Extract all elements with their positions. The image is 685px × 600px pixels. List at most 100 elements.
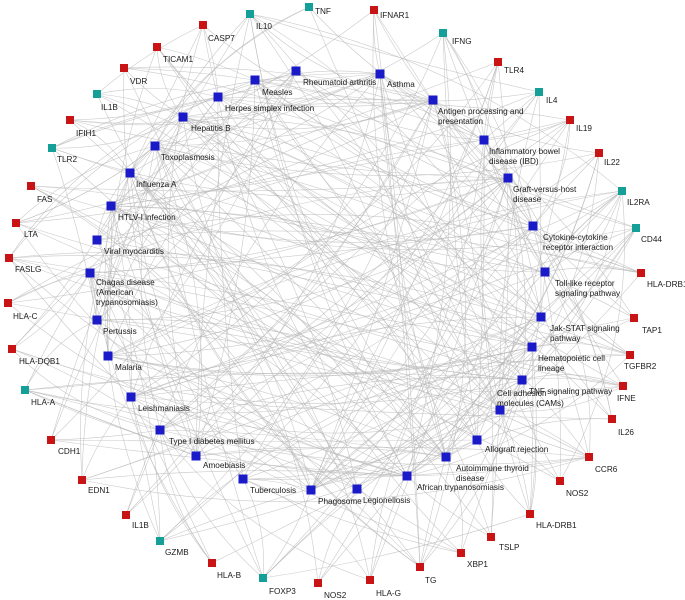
node-label-line: Leishmaniasis: [138, 404, 190, 413]
network-edge: [156, 46, 478, 441]
node-label-line: CCR6: [595, 465, 618, 474]
network-edge: [154, 145, 202, 457]
gene-node: [78, 476, 86, 484]
network-edge: [154, 145, 421, 568]
network-edge: [442, 32, 526, 381]
node-label-line: disease: [513, 195, 542, 204]
network-edge: [129, 172, 421, 568]
network-edge: [167, 24, 204, 457]
pathway-node: [479, 135, 489, 145]
node-label-line: HLA-G: [376, 589, 401, 598]
network-edge: [107, 119, 571, 357]
network-edge: [242, 456, 590, 480]
node-label-line: IL19: [576, 124, 592, 133]
network-edge: [110, 205, 501, 411]
network-edge: [159, 429, 264, 579]
network-edge: [123, 67, 485, 141]
node-label-line: HLA-DQB1: [19, 357, 60, 366]
gene-label: HLA-C: [13, 312, 38, 321]
network-edge: [51, 147, 408, 477]
gene-node: [12, 219, 20, 227]
network-edge: [442, 32, 485, 141]
network-edge: [96, 145, 156, 241]
gene-label: TLR2: [57, 155, 77, 164]
node-label-line: IFNG: [452, 37, 472, 46]
gene-label: TSLP: [499, 543, 520, 552]
network-edge: [110, 73, 381, 207]
network-edge: [254, 79, 485, 141]
gene-node: [487, 533, 495, 541]
gene-label: NOS2: [566, 489, 589, 498]
network-edge: [483, 139, 631, 356]
network-edge: [50, 439, 408, 477]
network-edge: [154, 13, 251, 147]
network-edge: [50, 70, 297, 441]
gene-node: [494, 58, 502, 66]
network-edge: [182, 116, 492, 538]
pathway-node: [291, 66, 301, 76]
network-edge: [96, 93, 501, 411]
node-label-line: IL10: [256, 22, 272, 31]
gene-label: NOS2: [324, 591, 347, 600]
network-edge: [110, 205, 546, 273]
gene-node: [608, 415, 616, 423]
node-label-line: IFNE: [617, 394, 636, 403]
network-edge: [7, 177, 509, 304]
gene-node: [48, 144, 56, 152]
network-edge: [69, 73, 381, 124]
network-edge: [310, 316, 542, 491]
gene-label: XBP1: [467, 560, 488, 569]
network-edge: [15, 73, 381, 224]
node-label-line: lineage: [538, 364, 565, 373]
pathway-label: African trypanosomiasis: [417, 483, 504, 492]
network-edge: [159, 429, 447, 458]
network-edge: [24, 319, 98, 391]
network-edge: [249, 13, 447, 458]
gene-label: CCR6: [595, 465, 618, 474]
gene-node: [122, 511, 130, 519]
gene-node: [370, 6, 378, 14]
node-label-line: TICAM1: [163, 55, 193, 64]
node-label-line: Amoebiasis: [203, 461, 245, 470]
gene-label: IFNE: [617, 394, 636, 403]
pathway-node: [528, 221, 538, 231]
network-edge: [30, 185, 312, 491]
gene-node: [632, 224, 640, 232]
pathway-label: Herpes simplex infection: [225, 104, 315, 113]
gene-label: VDR: [130, 77, 147, 86]
network-edge: [30, 185, 478, 441]
gene-node: [120, 64, 128, 72]
network-edge: [242, 478, 264, 579]
node-label-line: TSLP: [499, 543, 520, 552]
gene-node: [199, 21, 207, 29]
network-edge: [154, 145, 447, 458]
network-edge: [310, 177, 509, 491]
network-edge: [379, 73, 561, 482]
gene-node: [21, 386, 29, 394]
network-edge: [217, 96, 244, 480]
node-label-line: TG: [425, 576, 436, 585]
node-label-line: HLA-C: [13, 312, 38, 321]
network-edge: [24, 389, 590, 476]
pathway-node: [306, 485, 316, 495]
pathway-node: [103, 351, 113, 361]
network-edge: [30, 185, 534, 243]
gene-node: [4, 299, 12, 307]
network-edge: [50, 429, 161, 441]
network-edge: [499, 409, 531, 515]
network-edge: [379, 73, 421, 568]
network-edge: [159, 456, 447, 542]
network-edge: [544, 271, 591, 458]
gene-node: [93, 90, 101, 98]
network-edge: [310, 379, 523, 491]
gene-node: [637, 269, 645, 277]
gene-label: TGFBR2: [624, 362, 657, 371]
node-label-line: (American: [96, 288, 134, 297]
node-label-line: FASLG: [15, 265, 41, 274]
network-edge: [369, 190, 623, 581]
gene-node: [556, 477, 564, 485]
node-label-line: Phagosome: [318, 497, 362, 506]
network-edge: [254, 79, 492, 538]
network-edge: [159, 225, 534, 431]
